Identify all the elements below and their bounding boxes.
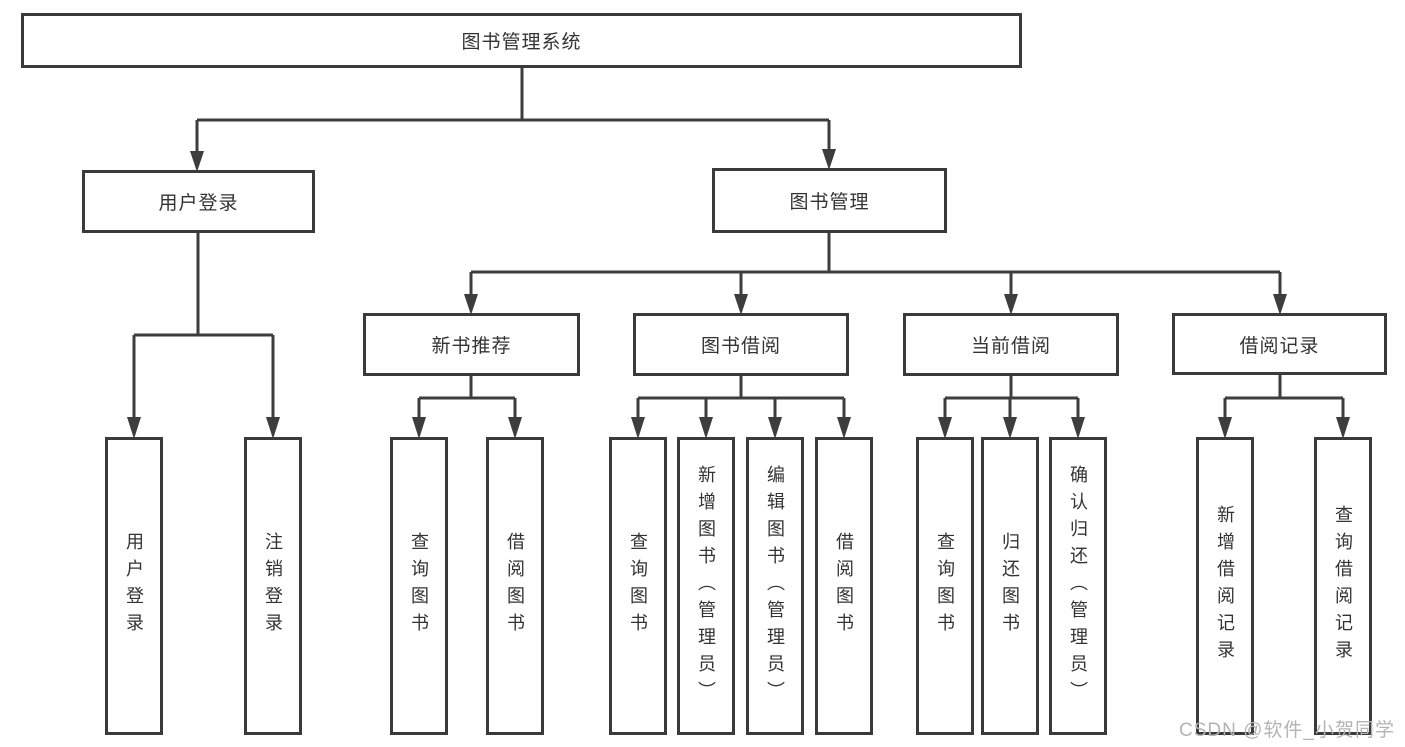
leaf-query-borrow-record-label: 查询借阅记录 <box>1333 505 1353 667</box>
leaf-add-books-admin: 新增图书（管理员） <box>677 437 735 735</box>
leaf-return-books-label: 归还图书 <box>1000 532 1020 640</box>
leaf-logout: 注销登录 <box>244 437 302 735</box>
leaf-confirm-return-admin: 确认归还（管理员） <box>1049 437 1107 735</box>
node-book-management-label: 图书管理 <box>789 192 870 213</box>
connector-root-to-level2 <box>190 68 836 172</box>
leaf-confirm-return-admin-label: 确认归还（管理员） <box>1068 464 1088 708</box>
leaf-query-books-borrow-label: 查询图书 <box>628 532 648 640</box>
leaf-borrow-books-recommend-label: 借阅图书 <box>505 532 525 640</box>
node-user-login-label: 用户登录 <box>158 193 239 214</box>
node-root-label: 图书管理系统 <box>461 32 582 53</box>
leaf-borrow-books: 借阅图书 <box>815 437 873 735</box>
node-new-book-recommend: 新书推荐 <box>363 313 580 376</box>
leaf-query-books-recommend: 查询图书 <box>390 437 448 735</box>
leaf-query-books-borrow: 查询图书 <box>609 437 667 735</box>
node-book-management: 图书管理 <box>712 168 947 233</box>
leaf-add-books-admin-label: 新增图书（管理员） <box>696 464 716 708</box>
leaf-query-books-recommend-label: 查询图书 <box>409 532 429 640</box>
leaf-borrow-books-label: 借阅图书 <box>834 532 854 640</box>
leaf-add-borrow-record: 新增借阅记录 <box>1196 437 1254 735</box>
connector-borrow-records-to-leaves <box>1218 375 1350 439</box>
node-borrow-records-label: 借阅记录 <box>1239 335 1320 357</box>
leaf-logout-label: 注销登录 <box>263 532 283 640</box>
node-book-borrow: 图书借阅 <box>633 313 849 376</box>
connector-current-borrow-to-leaves <box>938 376 1085 439</box>
node-book-borrow-label: 图书借阅 <box>700 336 781 357</box>
leaf-add-borrow-record-label: 新增借阅记录 <box>1215 505 1235 667</box>
connector-book-management-to-level3 <box>464 233 1287 315</box>
csdn-watermark: CSDN @软件_小贺同学 <box>1179 720 1395 741</box>
leaf-user-login-label: 用户登录 <box>124 532 144 640</box>
connector-book-borrow-to-leaves <box>631 376 851 439</box>
leaf-user-login: 用户登录 <box>105 437 163 735</box>
node-new-book-recommend-label: 新书推荐 <box>431 336 512 357</box>
node-current-borrow: 当前借阅 <box>903 313 1119 376</box>
connector-new-book-to-leaves <box>412 376 522 439</box>
leaf-edit-books-admin-label: 编辑图书（管理员） <box>765 464 785 708</box>
leaf-query-borrow-record: 查询借阅记录 <box>1314 437 1372 735</box>
leaf-query-books-current: 查询图书 <box>916 437 974 735</box>
leaf-return-books: 归还图书 <box>981 437 1039 735</box>
connector-user-login-to-leaves <box>127 233 280 439</box>
leaf-edit-books-admin: 编辑图书（管理员） <box>746 437 804 735</box>
node-current-borrow-label: 当前借阅 <box>970 336 1051 357</box>
leaf-query-books-current-label: 查询图书 <box>935 532 955 640</box>
node-user-login: 用户登录 <box>82 170 315 233</box>
leaf-borrow-books-recommend: 借阅图书 <box>486 437 544 735</box>
node-borrow-records: 借阅记录 <box>1172 313 1387 375</box>
node-root-system: 图书管理系统 <box>21 13 1022 68</box>
